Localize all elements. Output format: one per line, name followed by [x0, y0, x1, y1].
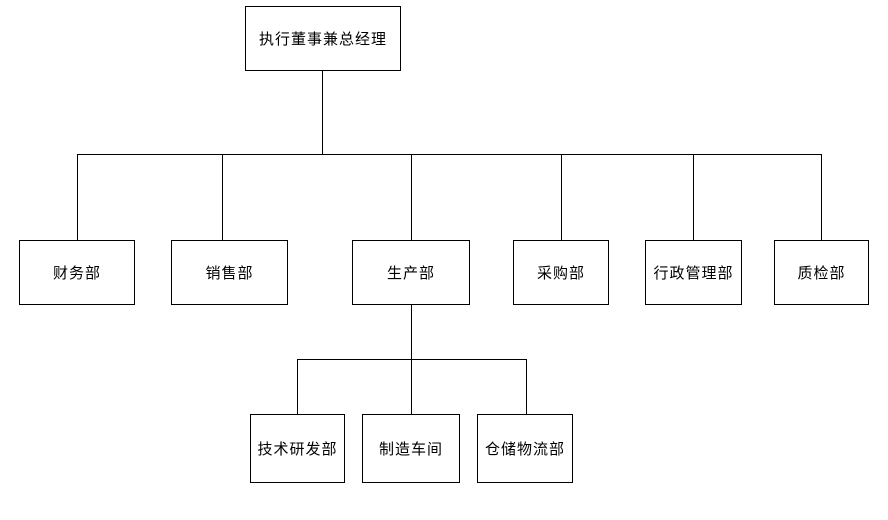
org-node-finance-dept: 财务部 [19, 240, 135, 305]
node-label: 销售部 [205, 265, 254, 282]
org-node-admin-dept: 行政管理部 [645, 240, 742, 305]
node-label: 仓储物流部 [484, 441, 565, 458]
connector-drop-finance [77, 154, 78, 240]
node-label: 行政管理部 [653, 265, 734, 282]
node-label: 财务部 [52, 265, 101, 282]
connector-level2-bus [77, 154, 822, 155]
org-node-qa-dept: 质检部 [774, 240, 869, 305]
org-node-general-manager: 执行董事兼总经理 [245, 6, 401, 71]
connector-level3-bus [297, 359, 527, 360]
org-node-workshop: 制造车间 [362, 414, 460, 483]
node-label: 质检部 [797, 265, 846, 282]
node-label: 执行董事兼总经理 [258, 31, 387, 48]
node-label: 采购部 [536, 265, 585, 282]
connector-production-stem [411, 305, 412, 359]
connector-drop-production [411, 154, 412, 240]
org-node-sales-dept: 销售部 [171, 240, 288, 305]
connector-drop-rd [297, 359, 298, 414]
org-node-rd-dept: 技术研发部 [250, 414, 345, 483]
connector-drop-qa [821, 154, 822, 240]
connector-drop-purchasing [561, 154, 562, 240]
connector-root-stem [322, 71, 323, 155]
connector-drop-workshop [411, 359, 412, 414]
org-node-logistics-dept: 仓储物流部 [477, 414, 573, 483]
connector-drop-logistics [526, 359, 527, 414]
org-node-purchasing-dept: 采购部 [513, 240, 609, 305]
node-label: 制造车间 [378, 441, 443, 458]
node-label: 技术研发部 [257, 441, 338, 458]
connector-drop-admin [693, 154, 694, 240]
node-label: 生产部 [386, 265, 435, 282]
org-node-production-dept: 生产部 [352, 240, 470, 305]
connector-drop-sales [222, 154, 223, 240]
